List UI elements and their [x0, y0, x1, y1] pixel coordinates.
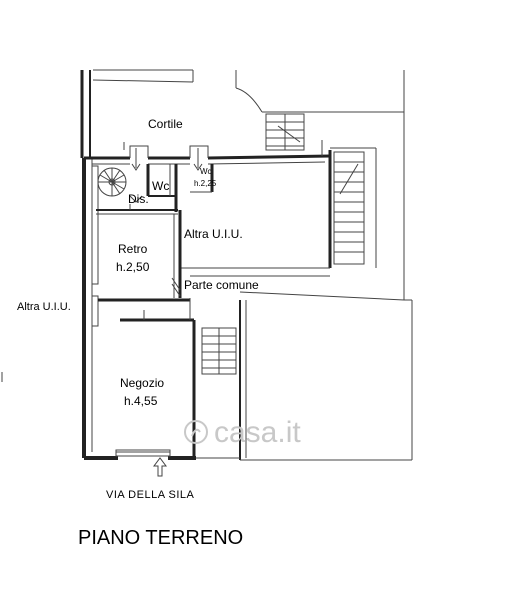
label-negozio-height: h.4,55: [124, 394, 158, 408]
label-dis: Dis.: [128, 192, 149, 206]
label-wc: Wc: [152, 179, 169, 193]
stairs-right: [333, 151, 365, 265]
entrance-arrow-icon: [153, 457, 167, 477]
label-retro-height: h.2,50: [116, 260, 150, 274]
label-negozio: Negozio: [120, 376, 164, 390]
label-parte-comune: Parte comune: [184, 278, 259, 292]
label-street: VIA DELLA SILA: [106, 489, 194, 501]
label-wc-small-height: h.2,25: [194, 179, 217, 188]
interior-walls: [96, 164, 214, 458]
label-altra-uiu-left: Altra U.I.U.: [17, 301, 71, 313]
stairs-corridor: [201, 327, 237, 375]
watermark: casa.it: [184, 416, 301, 449]
spiral-staircase: [97, 167, 127, 197]
label-retro: Retro: [118, 242, 148, 256]
watermark-text: casa.it: [214, 416, 301, 449]
doors: [123, 142, 209, 210]
stairs-top: [265, 113, 305, 151]
building-outline: [80, 69, 413, 461]
label-altra-uiu-right: Altra U.I.U.: [184, 227, 243, 241]
floor-title: PIANO TERRENO: [78, 527, 243, 549]
label-cortile: Cortile: [148, 117, 183, 131]
label-wc-small: Wc: [200, 167, 212, 176]
